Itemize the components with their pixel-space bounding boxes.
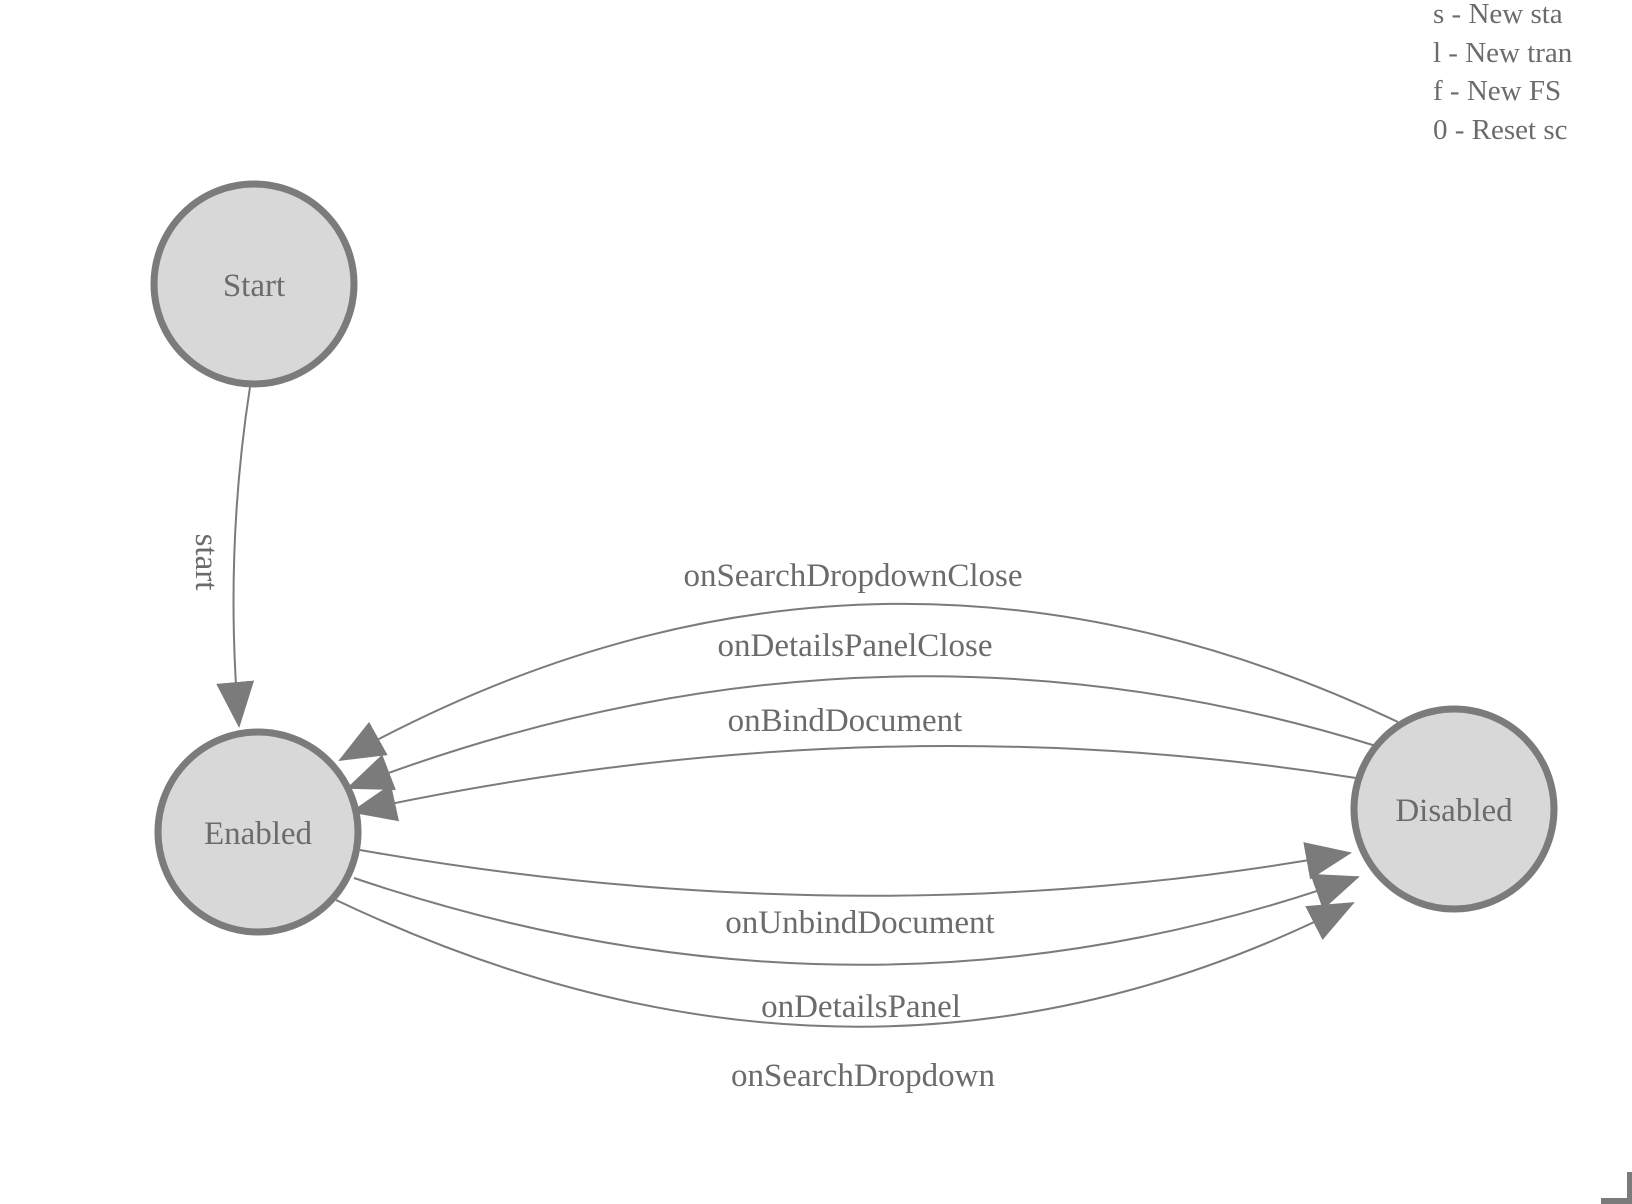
transition-label-onunbinddocument[interactable]: onUnbindDocument — [725, 905, 994, 941]
canvas-corner-mark — [1601, 1172, 1632, 1204]
transition-edge-onsearchdropdown[interactable]: onSearchDropdown — [335, 899, 1355, 1094]
transition-edge-ondetailspanelclose[interactable]: onDetailsPanelClose — [346, 628, 1377, 790]
transition-label-start[interactable]: start — [188, 534, 224, 591]
transition-label-onsearchdropdown[interactable]: onSearchDropdown — [731, 1058, 995, 1094]
transition-path-ondetailspanel[interactable] — [353, 873, 1360, 966]
transition-label-ondetailspanelclose[interactable]: onDetailsPanelClose — [718, 628, 993, 664]
transition-edge-ondetailspanel[interactable]: onDetailsPanel — [353, 873, 1360, 1025]
transition-path-start[interactable] — [216, 386, 255, 728]
transition-label-onsearchdropdownclose[interactable]: onSearchDropdownClose — [683, 558, 1022, 594]
state-label-enabled: Enabled — [204, 816, 313, 852]
transition-path-onbinddocument[interactable] — [350, 744, 1357, 822]
legend-line-reset: 0 - Reset sc — [1433, 113, 1568, 146]
legend-line-new-transition: l - New tran — [1433, 36, 1573, 69]
state-circle-enabled[interactable] — [154, 728, 362, 936]
transition-edge-onunbinddocument[interactable]: onUnbindDocument — [359, 842, 1352, 941]
transition-edge-onbinddocument[interactable]: onBindDocument — [350, 703, 1357, 822]
transition-path-onunbinddocument[interactable] — [359, 842, 1352, 897]
state-label-start: Start — [223, 268, 285, 304]
state-node-disabled[interactable]: Disabled — [1350, 705, 1558, 913]
state-node-start[interactable]: Start — [150, 180, 358, 388]
legend-line-new-state: s - New sta — [1433, 0, 1563, 30]
transition-edge-start[interactable]: start — [188, 386, 255, 728]
state-circle-start[interactable] — [150, 180, 358, 388]
state-circle-disabled[interactable] — [1350, 705, 1558, 913]
state-label-disabled: Disabled — [1395, 793, 1513, 829]
state-node-enabled[interactable]: Enabled — [154, 728, 362, 936]
transition-edge-onsearchdropdownclose[interactable]: onSearchDropdownClose — [338, 558, 1399, 761]
shortcuts-legend: s - New sta l - New tran f - New FS 0 - … — [1433, 0, 1632, 149]
transition-label-ondetailspanel[interactable]: onDetailsPanel — [761, 989, 961, 1025]
transition-path-ondetailspanelclose[interactable] — [346, 675, 1377, 790]
legend-line-new-fsm: f - New FS — [1433, 75, 1562, 107]
transition-path-onsearchdropdownclose[interactable] — [338, 602, 1399, 761]
transition-label-onbinddocument[interactable]: onBindDocument — [728, 703, 963, 739]
transition-path-onsearchdropdown[interactable] — [335, 899, 1355, 1028]
